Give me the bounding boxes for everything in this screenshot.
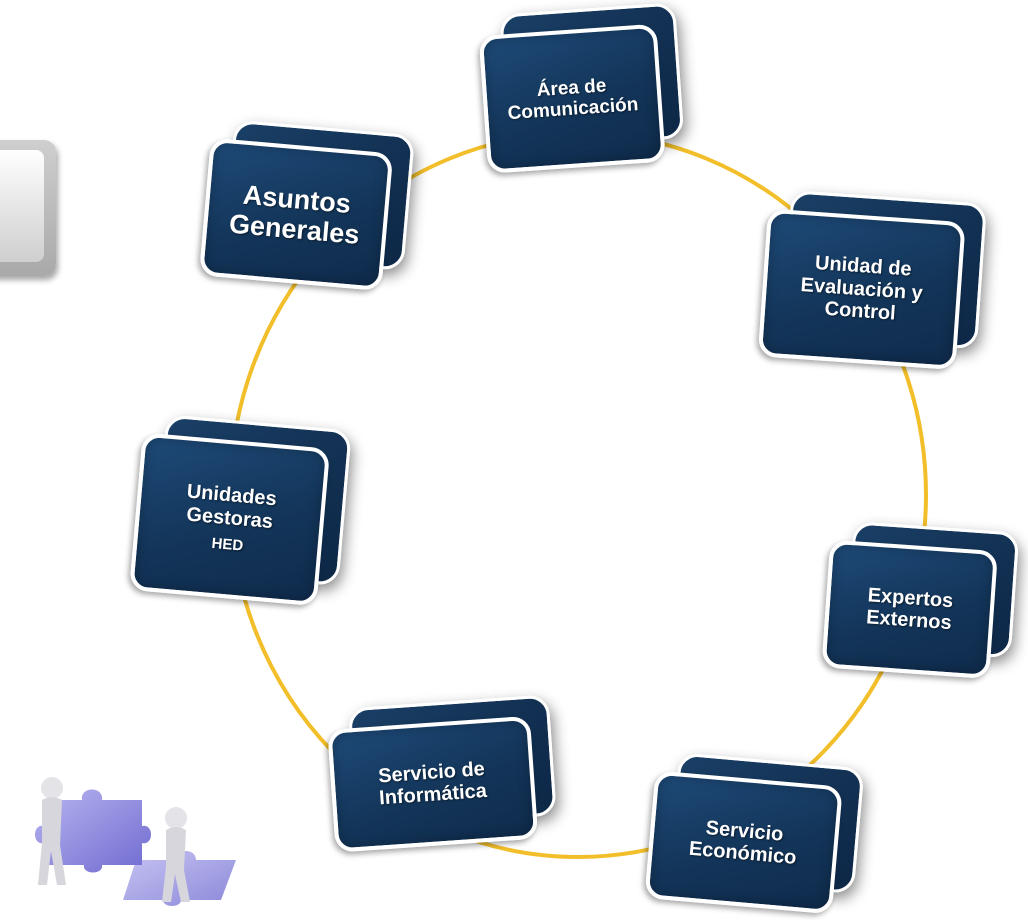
grey-button-face [0,150,44,262]
figure-left-body [38,797,66,885]
node-label-line: Externos [865,606,953,635]
figure-right-body [162,827,190,902]
node-sublabel: HED [210,534,244,555]
figure-right-head [165,807,187,829]
puzzle-people-illustration [35,777,236,906]
figure-left-head [41,777,63,799]
puzzle-piece-held [35,789,151,873]
